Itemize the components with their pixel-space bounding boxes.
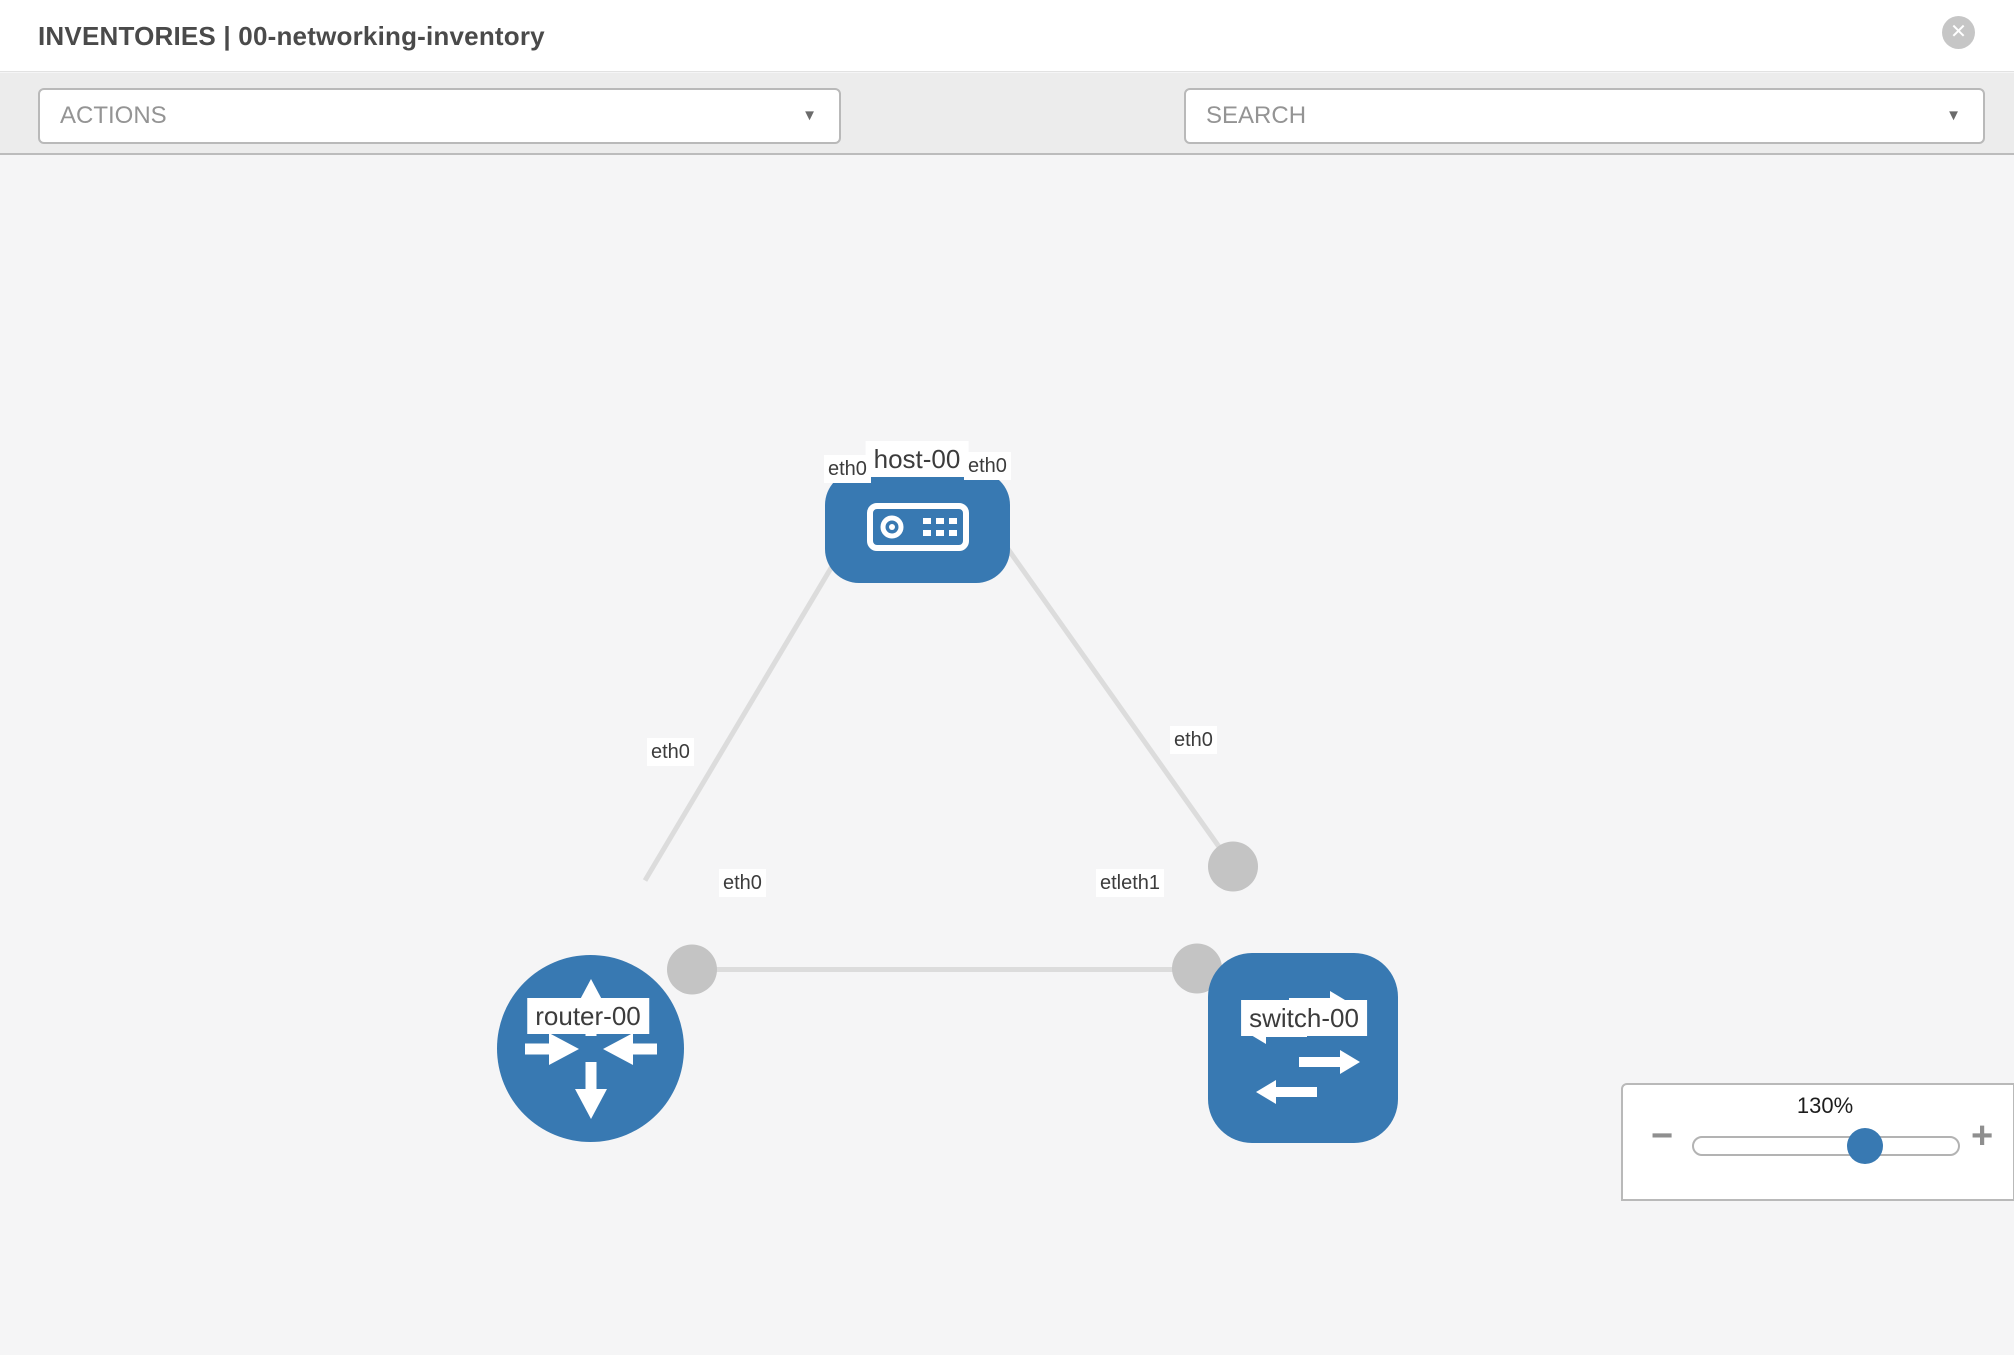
switch-icon xyxy=(1246,991,1360,1104)
interface-label: eth0 xyxy=(824,455,871,483)
zoom-out-button[interactable]: − xyxy=(1651,1115,1674,1157)
chevron-down-icon: ▼ xyxy=(1946,107,1961,124)
actions-dropdown-label: ACTIONS xyxy=(60,102,167,129)
interface-label: eth0 xyxy=(964,452,1011,480)
host-icon xyxy=(866,503,969,551)
link-host-switch[interactable] xyxy=(972,501,1236,868)
search-dropdown[interactable]: SEARCH ▼ xyxy=(1184,88,1985,144)
node-switch-00[interactable] xyxy=(1208,953,1398,1143)
interface-label: eth0 xyxy=(719,869,766,897)
connector-switch-north xyxy=(1208,841,1258,892)
interface-label: etleth1 xyxy=(1096,869,1165,897)
node-label-host: host-00 xyxy=(865,441,969,477)
page-title: INVENTORIES | 00-networking-inventory xyxy=(38,21,545,51)
search-dropdown-label: SEARCH xyxy=(1206,102,1307,129)
node-label-router: router-00 xyxy=(527,998,649,1034)
header-bar: INVENTORIES | 00-networking-inventory ✕ xyxy=(0,0,2014,72)
zoom-slider-thumb[interactable] xyxy=(1847,1128,1883,1164)
close-icon[interactable]: ✕ xyxy=(1942,16,1975,49)
zoom-slider-track[interactable] xyxy=(1692,1136,1960,1156)
zoom-in-button[interactable]: + xyxy=(1971,1115,1994,1157)
toolbar: ACTIONS ▼ SEARCH ▼ xyxy=(0,73,2014,210)
router-icon xyxy=(524,978,657,1119)
node-router-00[interactable] xyxy=(497,955,684,1142)
zoom-panel: 130% − + xyxy=(1621,1083,2014,1201)
chevron-down-icon: ▼ xyxy=(802,107,817,124)
interface-label: eth0 xyxy=(647,738,694,766)
zoom-level-value: 130% xyxy=(1796,1093,1854,1118)
actions-dropdown[interactable]: ACTIONS ▼ xyxy=(38,88,841,144)
interface-label: eth0 xyxy=(1170,726,1217,754)
topology-canvas[interactable]: host-00 router-00 switch-00 eth0 eth0 et… xyxy=(0,155,2014,1200)
connector-switch-west xyxy=(1172,943,1222,994)
connector-router-east xyxy=(667,944,717,995)
node-host-00[interactable] xyxy=(825,471,1010,583)
node-label-switch: switch-00 xyxy=(1241,1000,1367,1036)
